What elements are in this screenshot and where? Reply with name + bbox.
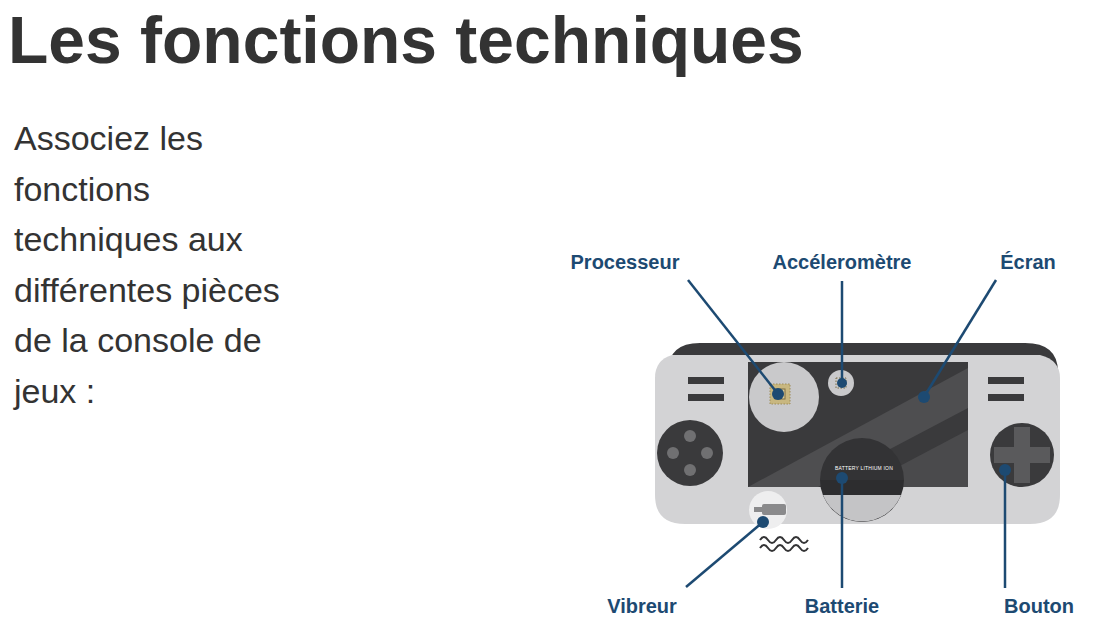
leader-line bbox=[841, 281, 844, 380]
battery-body bbox=[823, 495, 901, 521]
leader-dot bbox=[918, 391, 930, 403]
page-title: Les fonctions techniques bbox=[8, 2, 804, 78]
grille-bar bbox=[688, 377, 724, 384]
battery-zoom bbox=[820, 480, 904, 522]
vibration-wave bbox=[760, 545, 808, 551]
leader-line bbox=[1004, 470, 1007, 588]
leader-line bbox=[924, 280, 996, 397]
leader-dot bbox=[837, 378, 847, 388]
part-label: Accéleromètre bbox=[773, 251, 912, 274]
joystick-dot bbox=[684, 430, 696, 442]
joystick bbox=[657, 420, 723, 486]
leader-dots bbox=[757, 378, 1011, 528]
part-label: Batterie bbox=[805, 595, 879, 617]
joystick-dot bbox=[684, 464, 696, 476]
vibration-waves bbox=[760, 537, 808, 551]
leader-dot bbox=[772, 388, 784, 400]
leader-dot bbox=[757, 516, 769, 528]
vibration-wave bbox=[760, 537, 808, 543]
leader-lines bbox=[686, 280, 1005, 588]
battery-zoom bbox=[820, 438, 904, 480]
accelerometer-chip bbox=[836, 378, 846, 388]
battery-marking: BATTERY LITHIUM ION bbox=[835, 465, 893, 471]
grille-bar bbox=[988, 394, 1024, 401]
joystick-dot bbox=[701, 447, 713, 459]
instruction-text: Associez les fonctions techniques aux di… bbox=[14, 113, 309, 416]
part-label: Écran bbox=[1000, 251, 1056, 274]
joystick-dot bbox=[667, 447, 679, 459]
grille-bar bbox=[688, 394, 724, 401]
part-label: Processeur bbox=[571, 251, 680, 274]
part-label: Vibreur bbox=[607, 595, 677, 617]
leader-line bbox=[841, 478, 844, 588]
leader-line bbox=[688, 280, 778, 394]
vibrator-zoom bbox=[749, 491, 787, 529]
leader-dot bbox=[836, 472, 848, 484]
part-label: Bouton bbox=[1004, 595, 1074, 617]
button-cross bbox=[994, 447, 1050, 463]
leader-line bbox=[686, 522, 763, 587]
console-body bbox=[655, 355, 1060, 524]
button-pad bbox=[990, 423, 1054, 487]
vibrator-motor bbox=[762, 504, 786, 515]
vibrator-shaft bbox=[754, 507, 762, 512]
leader-dot bbox=[999, 464, 1011, 476]
grille-bar bbox=[988, 377, 1024, 384]
